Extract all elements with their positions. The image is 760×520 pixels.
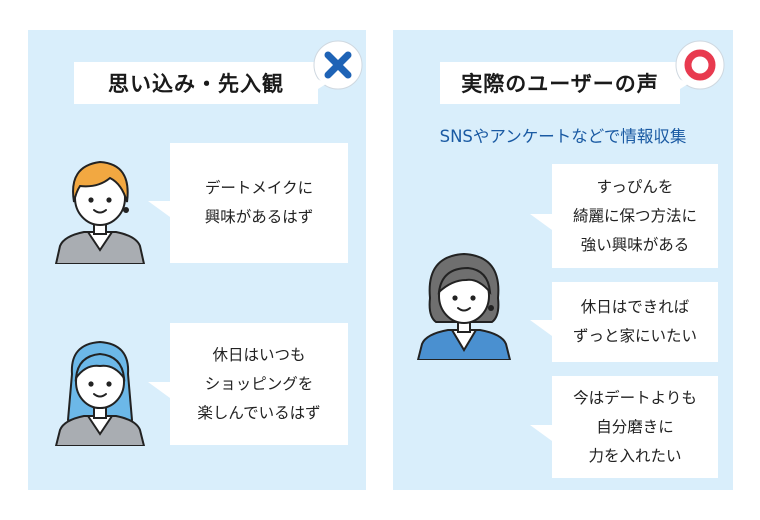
bubble-line: 力を入れたい <box>588 446 682 465</box>
woman-short-hair-avatar <box>54 160 146 264</box>
speech-bubble: すっぴんを 綺麗に保つ方法に 強い興味がある <box>530 164 718 268</box>
bubble-line: 強い興味がある <box>580 235 690 254</box>
bubble-line: 綺麗に保つ方法に <box>572 206 697 225</box>
speech-bubble: 今はデートよりも 自分磨きに 力を入れたい <box>530 376 718 478</box>
misconception-title: 思い込み・先入観 <box>74 62 318 104</box>
speech-bubble: デートメイクに 興味があるはず <box>148 143 348 263</box>
bubble-line: 興味があるはず <box>204 208 314 226</box>
bubble-line: ショッピングを <box>204 374 314 393</box>
bubble-line: すっぴんを <box>596 177 674 196</box>
cross-icon <box>310 40 363 94</box>
speech-bubble: 休日はいつも ショッピングを 楽しんでいるはず <box>148 323 348 445</box>
user-voice-title: 実際のユーザーの声 <box>440 62 680 104</box>
bubble-line: デートメイクに <box>204 179 314 197</box>
woman-bob-hair-avatar <box>416 252 512 360</box>
bubble-line: ずっと家にいたい <box>572 327 697 345</box>
bubble-line: 休日はできれば <box>580 298 690 316</box>
user-voice-subtitle: SNSやアンケートなどで情報収集 <box>439 127 687 146</box>
woman-long-hair-avatar <box>54 340 146 446</box>
circle-icon <box>672 40 725 94</box>
bubble-line: 休日はいつも <box>212 345 306 364</box>
bubble-line: 自分磨きに <box>596 417 674 436</box>
bubble-line: 楽しんでいるはず <box>197 403 321 422</box>
speech-bubble: 休日はできれば ずっと家にいたい <box>530 282 718 362</box>
bubble-line: 今はデートよりも <box>573 388 697 407</box>
